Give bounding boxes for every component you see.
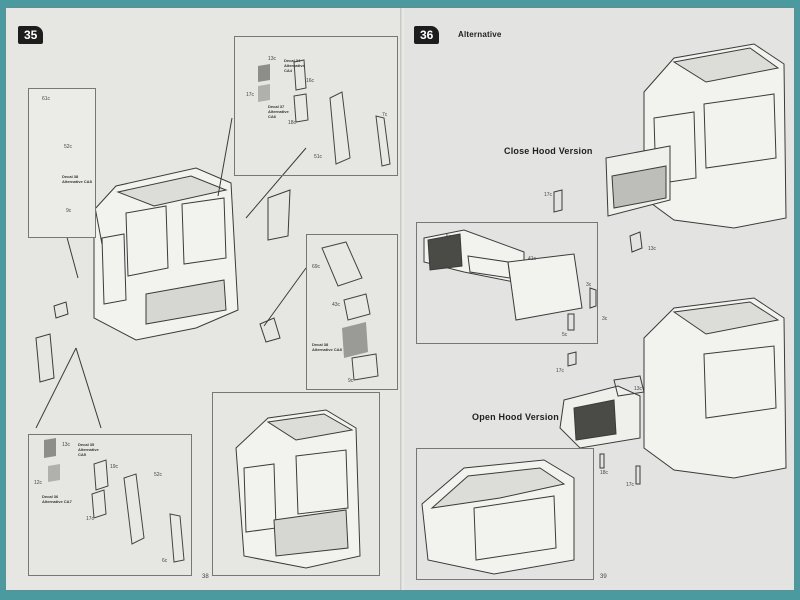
part-label: 3c [586,282,592,288]
page-number: 38 [202,574,209,580]
part-label: 51c [314,154,323,160]
part-label: 13c [648,246,657,252]
detail-box-cab-result [212,392,380,576]
right-page: 36 Alternative [404,8,794,590]
decal-label: Decal 35 Alternative CA5 [78,442,99,457]
hood-parts-box [416,222,598,344]
part-label: 6c [162,558,168,564]
step-heading: Alternative [458,30,502,39]
part-label: 17c [544,192,553,198]
detail-box-mirror-right [306,234,398,390]
part-label: 9c [66,208,72,214]
step-number: 36 [414,26,440,44]
detail-box-mirror-left [28,88,96,238]
part-label: 5c [562,332,568,338]
part-label: 16c [306,78,315,84]
part-label: 17c [556,368,565,374]
part-label: 17c [86,516,95,522]
part-label: 3c [602,316,608,322]
close-hood-title: Close Hood Version [504,146,593,156]
part-label: 52c [154,472,163,478]
open-hood-detail-box [416,448,594,580]
decal-label: Decal 37 Alternative CA6 [268,104,289,119]
part-label: 43c [332,302,341,308]
part-label: 12c [34,480,43,486]
part-label: 5c [446,234,452,240]
part-label: 69c [312,264,321,270]
step-number: 35 [18,26,44,44]
part-label: 18c [600,470,609,476]
decal-label: Decal 36 Alternative CA7 [42,494,72,504]
part-label: 7c [382,112,388,118]
hood-diagram [421,43,787,575]
instruction-spread: 35 [6,8,794,590]
decal-label: Decal 38 Alternative CA8 [312,342,342,352]
part-label: 13c [62,442,71,448]
part-label: 19c [110,464,119,470]
part-label: 17c [626,482,635,488]
part-label: 9c [348,378,354,384]
detail-box-mirror-top [234,36,398,176]
part-label: 13c [634,386,643,392]
part-label: 18c [288,120,297,126]
open-hood-title: Open Hood Version [472,412,559,422]
decal-label: Decal 34 Alternative CA4 [284,58,305,73]
left-page: 35 [6,8,402,590]
decal-label: Decal 38 Alternative CA8 [62,174,92,184]
part-label: 13c [268,56,277,62]
part-label: 17c [246,92,255,98]
part-label: 41c [528,256,537,262]
detail-box-mirror-bottom [28,434,192,576]
page-number: 39 [600,574,607,580]
part-label: 52c [64,144,73,150]
part-label: 61c [42,96,51,102]
binding-gutter [400,8,406,590]
